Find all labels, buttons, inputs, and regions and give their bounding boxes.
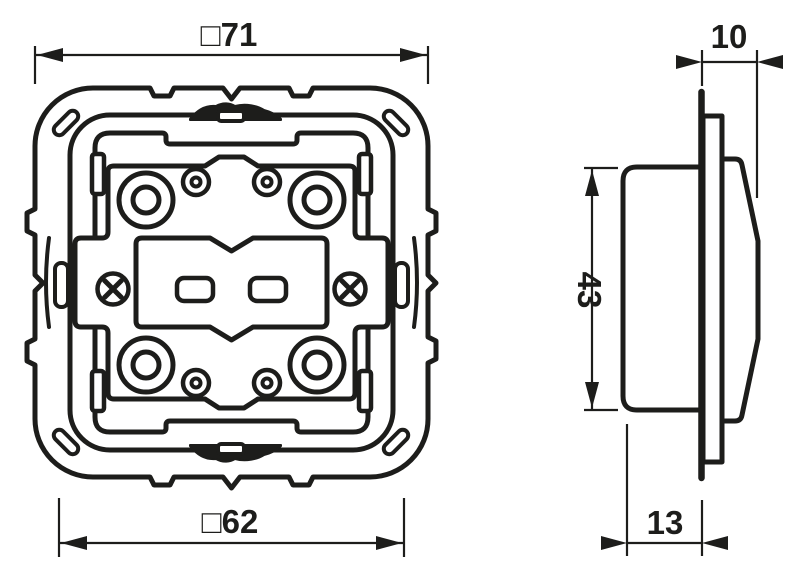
dim-inner-width-label: □62 [202,503,259,540]
dim-insert-depth-label: 13 [647,504,684,541]
arrow-left-icon [61,536,87,550]
dimension-insert-depth: 13 [601,424,728,556]
insert-body [620,164,706,413]
right-edge-spring [412,236,419,329]
arrow-right-icon [376,536,402,550]
left-edge-tab [53,261,70,309]
dimension-insert-height: 43 [571,166,618,412]
right-edge-tab [393,261,410,309]
side-view [620,88,761,482]
arrow-left-icon [37,48,63,62]
dimension-outer-width: □71 [33,16,430,84]
dim-outer-width-label: □71 [201,16,258,53]
latch-windows [174,275,289,304]
arrow-left-icon [676,55,702,69]
screw-left-icon [95,271,131,307]
dimensions: □71 □62 10 43 13 [33,16,783,557]
dimension-inner-width: □62 [57,498,406,557]
top-edge-window [216,109,246,123]
fixing-holes [116,170,347,395]
arrow-left-icon [601,536,627,550]
arrow-down-icon [585,382,599,408]
screw-right-icon [332,271,368,307]
contact-rivets [180,166,283,399]
corner-slots [51,108,411,457]
arrow-right-icon [757,55,783,69]
arrow-up-icon [585,170,599,196]
dim-frame-depth-label: 10 [711,18,748,55]
arrow-right-icon [400,48,426,62]
arrow-right-icon [702,536,728,550]
bottom-edge-window [216,442,246,456]
dim-insert-height-label: 43 [571,272,608,309]
frame-profile [719,156,761,424]
frame-edge-tabs [44,102,419,463]
left-edge-spring [44,236,51,329]
frame-plate [700,113,725,465]
clamp-slots [89,151,374,414]
dimension-frame-depth: 10 [676,18,783,198]
front-view [24,85,439,491]
